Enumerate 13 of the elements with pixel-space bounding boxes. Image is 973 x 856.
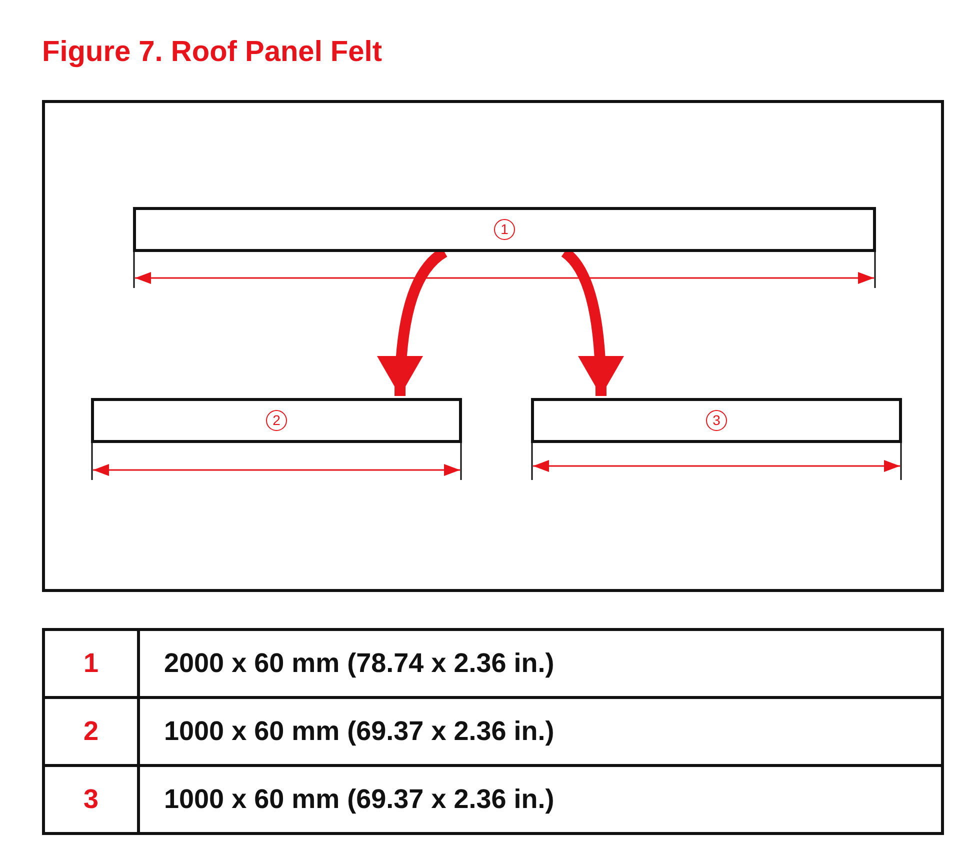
callout-number: 1 [494, 219, 515, 240]
callout-number: 3 [706, 410, 727, 431]
felt-strip [91, 398, 462, 443]
item-number: 3 [44, 766, 138, 834]
figure-title: Figure 7. Roof Panel Felt [42, 36, 382, 69]
felt-strip [133, 207, 876, 252]
item-number: 2 [44, 698, 138, 766]
dimension-text: 2000 x 60 mm (78.74 x 2.36 in.) [138, 630, 942, 698]
dimension-text: 1000 x 60 mm (69.37 x 2.36 in.) [138, 698, 942, 766]
item-number: 1 [44, 630, 138, 698]
felt-strip [531, 398, 902, 443]
callout-number: 2 [266, 410, 287, 431]
dimension-text: 1000 x 60 mm (69.37 x 2.36 in.) [138, 766, 942, 834]
